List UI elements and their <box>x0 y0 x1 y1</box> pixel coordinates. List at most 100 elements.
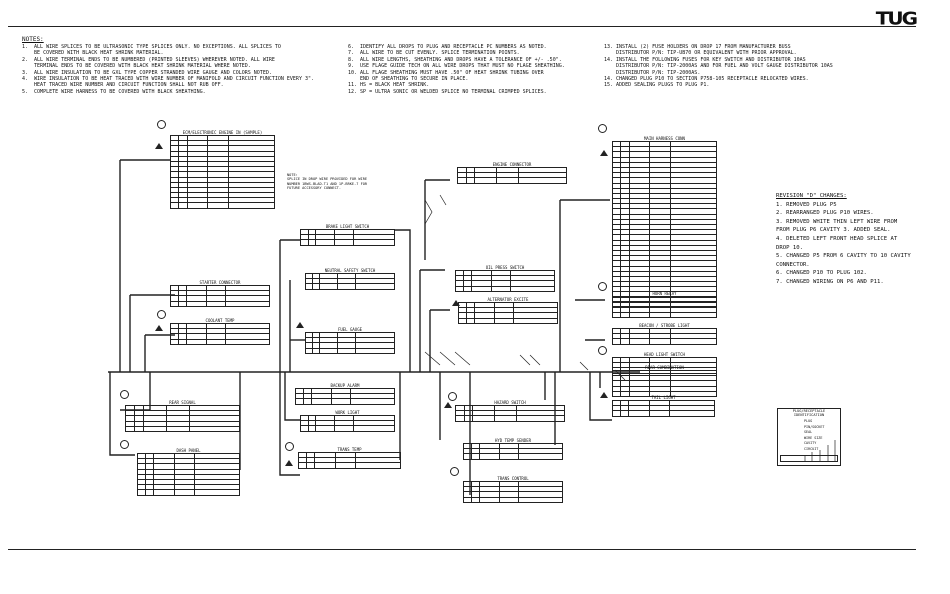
revision-triangle-icon <box>600 150 608 156</box>
table-cell <box>185 338 207 345</box>
table-cell <box>620 390 630 397</box>
table-cell <box>510 285 555 292</box>
table-row <box>304 283 396 290</box>
table-row <box>455 285 555 292</box>
table-row <box>463 496 563 503</box>
table-cell <box>474 177 498 184</box>
table-cell <box>470 453 480 460</box>
table-cell <box>463 453 472 460</box>
pin-table <box>304 331 396 354</box>
pin-table <box>300 414 396 432</box>
table-cell <box>496 177 520 184</box>
table-cell <box>170 300 179 307</box>
table-cell <box>205 338 227 345</box>
table-row <box>136 489 240 496</box>
table-cell <box>333 239 354 246</box>
table-cell <box>513 317 558 324</box>
table-row <box>169 202 275 209</box>
connector-table: BRAKE LIGHT SWITCH <box>300 224 396 246</box>
table-cell <box>465 317 475 324</box>
revision-item: DROP 10. <box>776 244 803 251</box>
pin-table <box>611 295 717 318</box>
legend-item: CIRCUIT <box>804 446 819 451</box>
table-cell <box>205 300 227 307</box>
table-cell <box>307 425 317 432</box>
revision-triangle-icon <box>296 322 304 328</box>
connector-title: HEAD LIGHT SWITCH <box>644 352 685 357</box>
table-cell <box>498 496 520 503</box>
pin-table <box>611 399 715 417</box>
revision-item: 4. DELETED LEFT FRONT HEAD SPLICE AT <box>776 235 898 242</box>
table-cell <box>334 462 357 469</box>
callout-circle-icon <box>157 310 166 319</box>
table-row <box>463 453 563 460</box>
connector-title: COOLANT TEMP <box>205 318 235 323</box>
table-cell <box>669 410 715 417</box>
legend-item: CAVITY <box>804 441 817 446</box>
table-cell <box>490 285 512 292</box>
table-row <box>611 311 717 318</box>
connector-table: WORK LIGHT <box>300 410 396 432</box>
connector-title: OIL PRESS SWITCH <box>485 265 525 270</box>
connector-table: ECM/ELECTRONIC ENGINE IN (SAMPLE) <box>169 130 275 209</box>
table-cell <box>295 398 304 405</box>
connector-table: OIL PRESS SWITCH <box>455 265 555 292</box>
table-row <box>455 415 565 422</box>
connector-title: HORN RELAY <box>652 291 677 296</box>
table-cell <box>306 462 316 469</box>
table-cell <box>177 338 187 345</box>
table-cell <box>136 489 147 496</box>
revision-item: FROM PLUG P6 CAVITY 3. ADDED SEAL. <box>776 227 891 234</box>
table-cell <box>194 489 240 496</box>
table-cell <box>463 496 472 503</box>
table-cell <box>304 347 314 354</box>
table-cell <box>670 338 717 345</box>
table-cell <box>470 285 492 292</box>
table-row <box>300 239 396 246</box>
legend-item: PLUG <box>804 419 813 423</box>
connector-title: REAR COMBINATION <box>645 365 684 370</box>
table-cell <box>186 202 209 209</box>
pin-table <box>463 480 563 503</box>
revision-triangle-icon <box>285 460 293 466</box>
table-cell <box>124 425 136 432</box>
table-cell <box>649 311 672 318</box>
frame-top-border <box>8 26 916 27</box>
table-cell <box>473 317 495 324</box>
table-cell <box>145 489 155 496</box>
table-row <box>304 272 396 280</box>
table-cell <box>649 338 672 345</box>
connector-table: REAR SIGNAL <box>124 400 241 432</box>
pin-table <box>297 451 401 469</box>
revision-triangle-icon <box>600 392 608 398</box>
table-cell <box>188 425 241 432</box>
table-cell <box>463 415 474 422</box>
pin-table <box>455 404 565 422</box>
connector-title: DASH PANEL <box>176 448 201 453</box>
pin-table <box>170 322 270 345</box>
table-cell <box>354 347 396 354</box>
revision-changes: REVISION "D" CHANGES: 1. REMOVED PLUG P5… <box>776 192 911 287</box>
pin-table <box>170 284 270 307</box>
table-cell <box>620 311 630 318</box>
table-cell <box>134 425 145 432</box>
table-cell <box>225 300 270 307</box>
callout-circle-icon <box>450 467 459 476</box>
connector-title: ECM/ELECTRONIC ENGINE IN (SAMPLE) <box>182 130 263 135</box>
table-cell <box>315 239 335 246</box>
table-cell <box>518 177 567 184</box>
callout-circle-icon <box>598 282 607 291</box>
table-cell <box>307 239 317 246</box>
table-cell <box>472 415 496 422</box>
connector-title: HAZARD SWITCH <box>494 400 526 405</box>
table-row <box>611 369 717 377</box>
connector-title: FUEL GAUGE <box>337 327 363 332</box>
connector-table: HYD TEMP SENDER <box>463 438 563 460</box>
table-cell <box>315 425 335 432</box>
connector-table: NEUTRAL SAFETY SWITCH <box>304 268 396 290</box>
table-cell <box>300 425 309 432</box>
pin-table <box>458 301 558 324</box>
table-cell <box>352 239 396 246</box>
table-cell <box>478 496 500 503</box>
